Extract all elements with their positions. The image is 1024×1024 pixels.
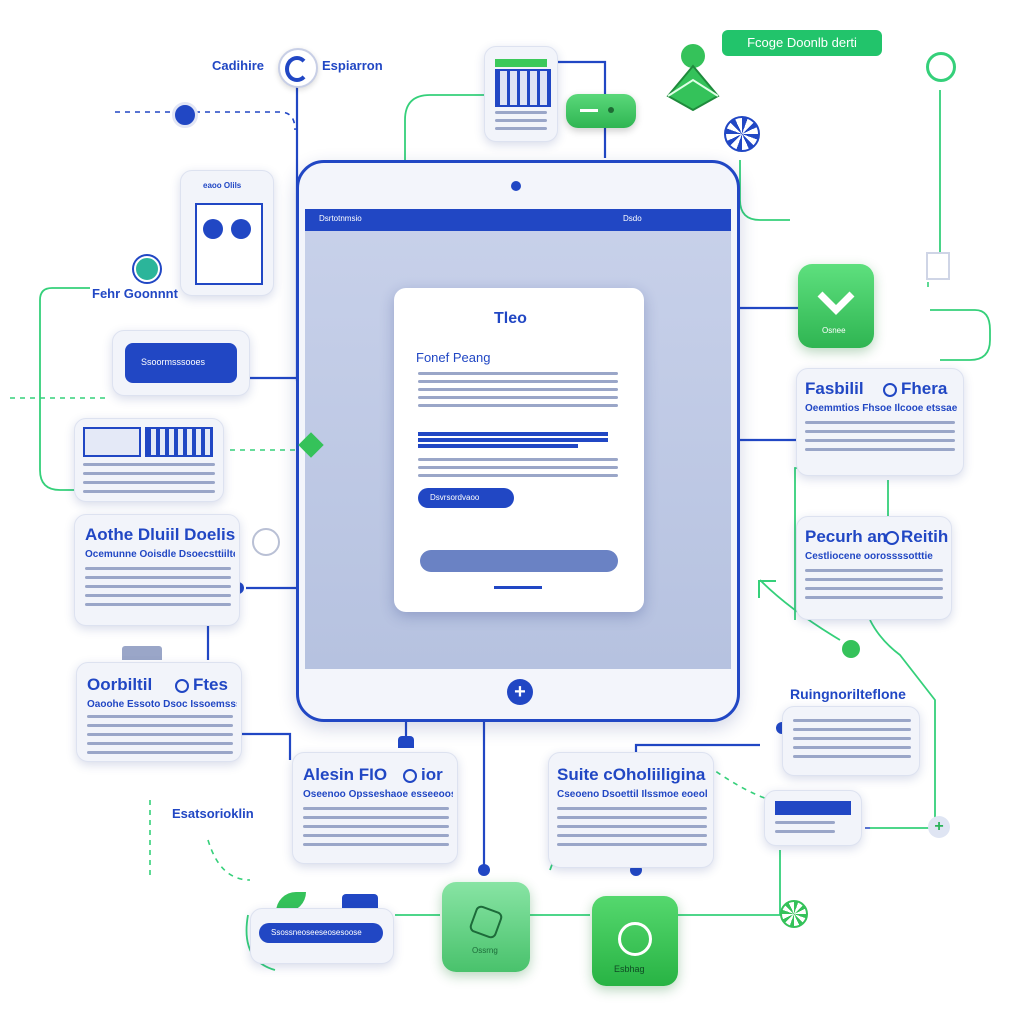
modal-title: Tleo [494, 310, 527, 327]
check-tile[interactable]: Osnee [798, 264, 874, 348]
modal-dialog: Tleo Fonef Peang Dsvrsordvaoo [394, 288, 644, 612]
blue-ring-icon [278, 48, 318, 88]
top-left-label: Cadihire [212, 58, 265, 73]
plus-node-icon: + [928, 816, 950, 838]
hexagon-icon [468, 904, 504, 940]
ruing-title: Ruingnorilteflone [790, 686, 906, 702]
fasbill-card: Fasbilil Fhera Oeemmtios Fhsoe Ilcooe et… [796, 368, 964, 476]
fehr-label: Fehr Goonnnt [92, 286, 178, 301]
bottom-tile-left[interactable]: Ossrng [442, 882, 530, 972]
add-button[interactable]: + [507, 679, 533, 705]
green-cursor-icon [758, 580, 776, 598]
green-compass-icon [926, 52, 956, 82]
bottom-blue-button[interactable]: Ssossneoseeseosesoose [259, 923, 383, 943]
small-blue-node-icon [172, 102, 198, 128]
bottom-button-card: Ssossneoseeseosesoose [250, 908, 394, 964]
green-leaf-icon [276, 892, 306, 912]
portrait-card: eaoo Olils [180, 170, 274, 296]
modal-subtitle: Fonef Peang [416, 350, 491, 365]
ruing-card [782, 706, 920, 776]
pecurh-card: Pecurh an Reitih Cestliocene oorossssott… [796, 516, 952, 620]
esats-label: Esatsorioklin [172, 806, 254, 821]
orbit-card: Oorbiltil Ftes Oaoohe Essoto Dsoc Issoem… [76, 662, 242, 762]
teal-headset-icon [134, 256, 160, 282]
left-button-card: Ssoormsssooes [112, 330, 250, 396]
connector-cap-left [398, 736, 414, 748]
connector-block [122, 646, 162, 660]
aothe-card: Aothe Dluiil Doelis Ocemunne Ooisdle Dso… [74, 514, 240, 626]
green-gem-icon [664, 40, 722, 112]
modal-secondary-bar[interactable] [420, 550, 618, 572]
top-right-badge[interactable]: Fcoge Doonlb derti [722, 30, 882, 56]
left-blue-button[interactable]: Ssoormsssooes [125, 343, 237, 383]
line-chart-thumb [83, 427, 141, 457]
green-circle-node [842, 640, 860, 658]
suite-card: Suite cOholiiligina Cseoeno Dsoettil Ils… [548, 752, 714, 868]
check-icon [817, 291, 855, 315]
bank-card-widget[interactable] [764, 790, 862, 846]
modal-primary-button[interactable]: Dsvrsordvaoo [418, 488, 514, 508]
screen-header-bar: Dsrtotnmsio Dsdo [305, 209, 731, 231]
alesin-card: Alesin FIO ior Oseenoo Opsseshaoe esseeo… [292, 752, 458, 864]
document-icon [926, 252, 950, 280]
charts-card [74, 418, 224, 502]
camera-dot [511, 181, 521, 191]
bar-chart-thumb [145, 427, 213, 457]
gray-bag-icon [252, 528, 280, 556]
green-wheel-icon [780, 900, 808, 928]
circle-icon [618, 922, 652, 956]
table-thumbnail-card [484, 46, 558, 142]
bottom-tile-right[interactable]: Esbhag [592, 896, 678, 986]
connector-cap-bottom [342, 894, 378, 908]
blue-wheel-icon [724, 116, 760, 152]
top-center-label: Espiarron [322, 58, 383, 73]
green-pill-widget [566, 94, 636, 128]
